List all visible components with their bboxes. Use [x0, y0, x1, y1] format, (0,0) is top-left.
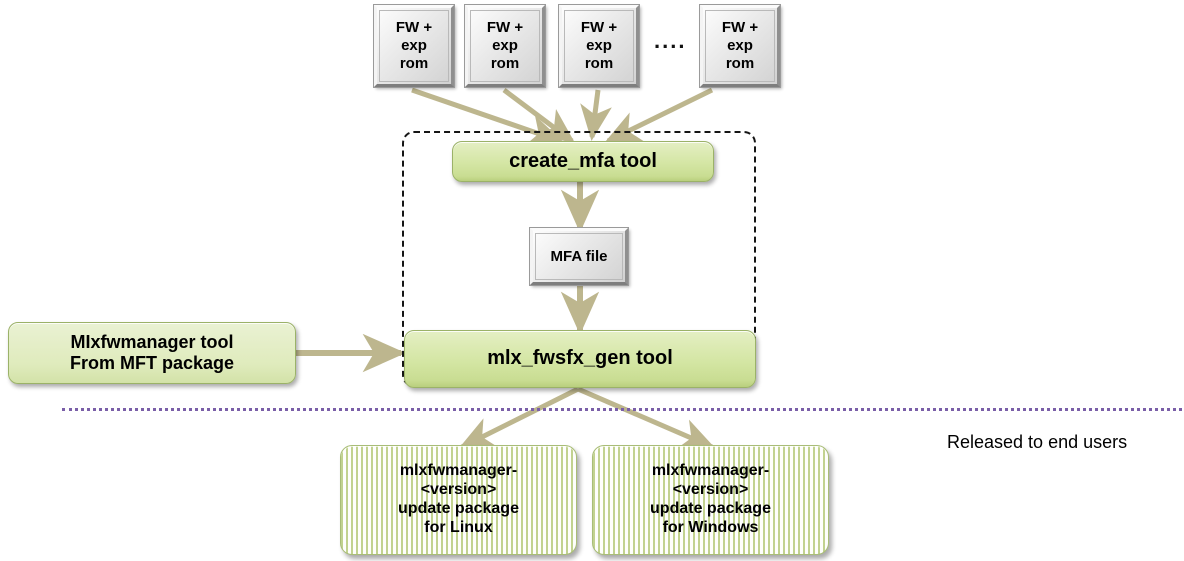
- mlxfwmanager-tool-box: MIxfwmanager tool From MFT package: [8, 322, 296, 384]
- package-box-linux: mlxfwmanager- <version> update package f…: [340, 445, 577, 555]
- source-box-fw1-label: FW + exp rom: [395, 19, 433, 72]
- released-to-end-users-note: Released to end users: [947, 432, 1128, 452]
- mlxfwmanager-tool-label: MIxfwmanager tool From MFT package: [69, 331, 235, 373]
- package-box-windows-label: mlxfwmanager- <version> update package f…: [650, 462, 771, 536]
- create-mfa-tool-label: create_mfa tool: [509, 149, 657, 172]
- source-box-fw2-label: FW + exp rom: [486, 19, 524, 72]
- package-box-windows: mlxfwmanager- <version> update package f…: [592, 445, 829, 555]
- package-box-linux-label: mlxfwmanager- <version> update package f…: [398, 462, 519, 536]
- source-box-fw2: FW + exp rom: [464, 4, 546, 88]
- mfa-file-box: MFA file: [529, 227, 629, 286]
- source-box-fw4-label: FW + exp rom: [721, 19, 759, 72]
- create-mfa-tool-box: create_mfa tool: [452, 141, 714, 182]
- source-box-fw3: FW + exp rom: [558, 4, 640, 88]
- source-box-fw3-label: FW + exp rom: [580, 19, 618, 72]
- source-box-fw4: FW + exp rom: [699, 4, 781, 88]
- mlx-fwsfx-gen-tool-box: mlx_fwsfx_gen tool: [404, 330, 756, 388]
- source-box-fw1: FW + exp rom: [373, 4, 455, 88]
- mfa-file-label: MFA file: [550, 247, 608, 265]
- release-divider: [62, 408, 1182, 411]
- ellipsis-more-sources: ....: [654, 28, 687, 53]
- mlx-fwsfx-gen-tool-label: mlx_fwsfx_gen tool: [487, 347, 673, 370]
